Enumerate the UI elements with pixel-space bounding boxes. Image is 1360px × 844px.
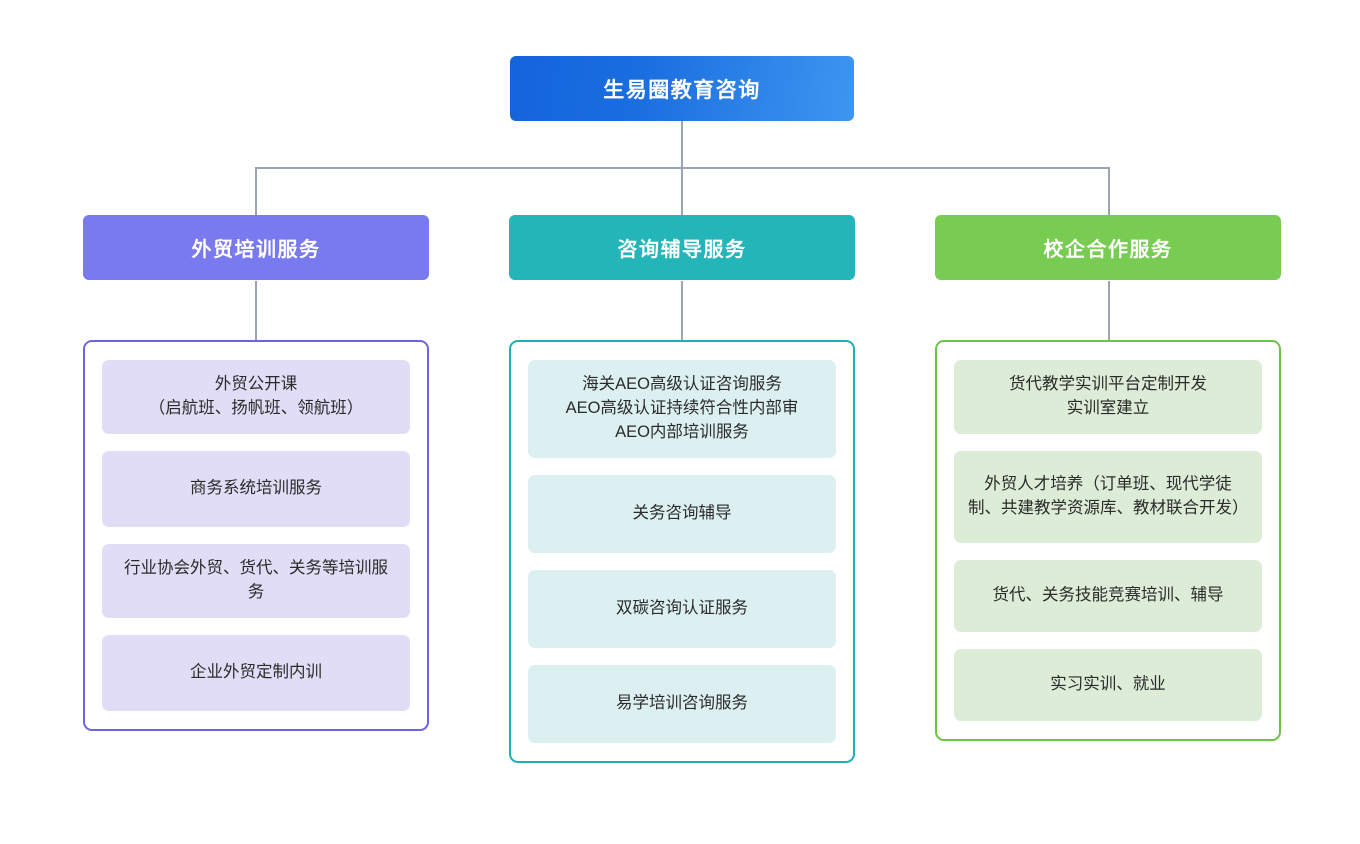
branch-header-label-3: 校企合作服务 [1043, 239, 1173, 261]
branch-body-1: 外贸公开课 （启航班、扬帆班、领航班） 商务系统培训服务 行业协会外贸、货代、关… [83, 340, 429, 731]
branch-header-2[interactable]: 咨询辅导服务 [509, 215, 855, 280]
connector-drop-branch-2 [681, 167, 683, 215]
branch-header-label-2: 咨询辅导服务 [617, 239, 747, 261]
connector-drop-branch-3 [1108, 167, 1110, 215]
branch-header-3[interactable]: 校企合作服务 [935, 215, 1281, 280]
branch-2-item-2[interactable]: 关务咨询辅导 [528, 474, 836, 553]
branch-3-item-4[interactable]: 实习实训、就业 [954, 648, 1262, 721]
branch-body-2: 海关AEO高级认证咨询服务 AEO高级认证持续符合性内部审 AEO内部培训服务 … [509, 340, 855, 763]
branch-3-item-3[interactable]: 货代、关务技能竞赛培训、辅导 [954, 559, 1262, 632]
branch-header-1[interactable]: 外贸培训服务 [83, 215, 429, 280]
branch-body-3: 货代教学实训平台定制开发 实训室建立 外贸人才培养（订单班、现代学徒制、共建教学… [935, 340, 1281, 741]
branch-column-1: 外贸培训服务 外贸公开课 （启航班、扬帆班、领航班） 商务系统培训服务 行业协会… [83, 215, 429, 731]
branch-column-2: 咨询辅导服务 海关AEO高级认证咨询服务 AEO高级认证持续符合性内部审 AEO… [509, 215, 855, 763]
branch-2-item-4[interactable]: 易学培训咨询服务 [528, 664, 836, 743]
branch-1-item-2[interactable]: 商务系统培训服务 [102, 450, 410, 527]
connector-root-stem [681, 121, 683, 168]
branch-header-label-1: 外贸培训服务 [191, 239, 321, 261]
branch-2-item-1[interactable]: 海关AEO高级认证咨询服务 AEO高级认证持续符合性内部审 AEO内部培训服务 [528, 360, 836, 458]
branch-3-item-2[interactable]: 外贸人才培养（订单班、现代学徒制、共建教学资源库、教材联合开发） [954, 450, 1262, 543]
connector-stem-branch-2 [681, 281, 683, 340]
branch-1-item-3[interactable]: 行业协会外贸、货代、关务等培训服务 [102, 543, 410, 618]
branch-3-item-1[interactable]: 货代教学实训平台定制开发 实训室建立 [954, 360, 1262, 434]
branch-2-item-3[interactable]: 双碳咨询认证服务 [528, 569, 836, 648]
connector-drop-branch-1 [255, 167, 257, 215]
root-node-label: 生易圈教育咨询 [603, 78, 761, 102]
connector-stem-branch-1 [255, 281, 257, 340]
branch-column-3: 校企合作服务 货代教学实训平台定制开发 实训室建立 外贸人才培养（订单班、现代学… [935, 215, 1281, 741]
branch-1-item-4[interactable]: 企业外贸定制内训 [102, 634, 410, 711]
root-node[interactable]: 生易圈教育咨询 [510, 56, 854, 121]
connector-stem-branch-3 [1108, 281, 1110, 340]
branch-1-item-1[interactable]: 外贸公开课 （启航班、扬帆班、领航班） [102, 360, 410, 434]
